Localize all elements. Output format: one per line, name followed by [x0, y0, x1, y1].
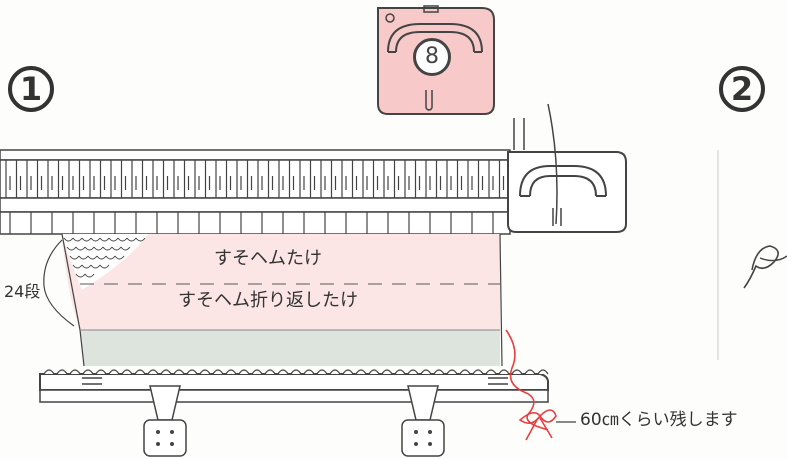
carriage [507, 103, 627, 233]
cast-on-comb [39, 369, 549, 457]
weight-right [401, 385, 445, 457]
fabric [61, 233, 503, 367]
needle-bed [0, 149, 511, 235]
step2-panel [717, 150, 787, 360]
yarn-length-note: 60㎝くらい残します [580, 410, 738, 430]
upper-band-label: すそヘムたけ [214, 248, 322, 269]
step-number-2: 2 [719, 66, 765, 112]
row-bracket [43, 239, 75, 327]
dial-number: 8 [413, 38, 451, 76]
yarn-tail [505, 329, 557, 441]
lower-band-label: すそヘム折り返したけ [178, 290, 358, 311]
row-count-label: 24段 [4, 282, 41, 301]
weight-left [143, 385, 187, 457]
step-number-1: 1 [8, 66, 54, 112]
